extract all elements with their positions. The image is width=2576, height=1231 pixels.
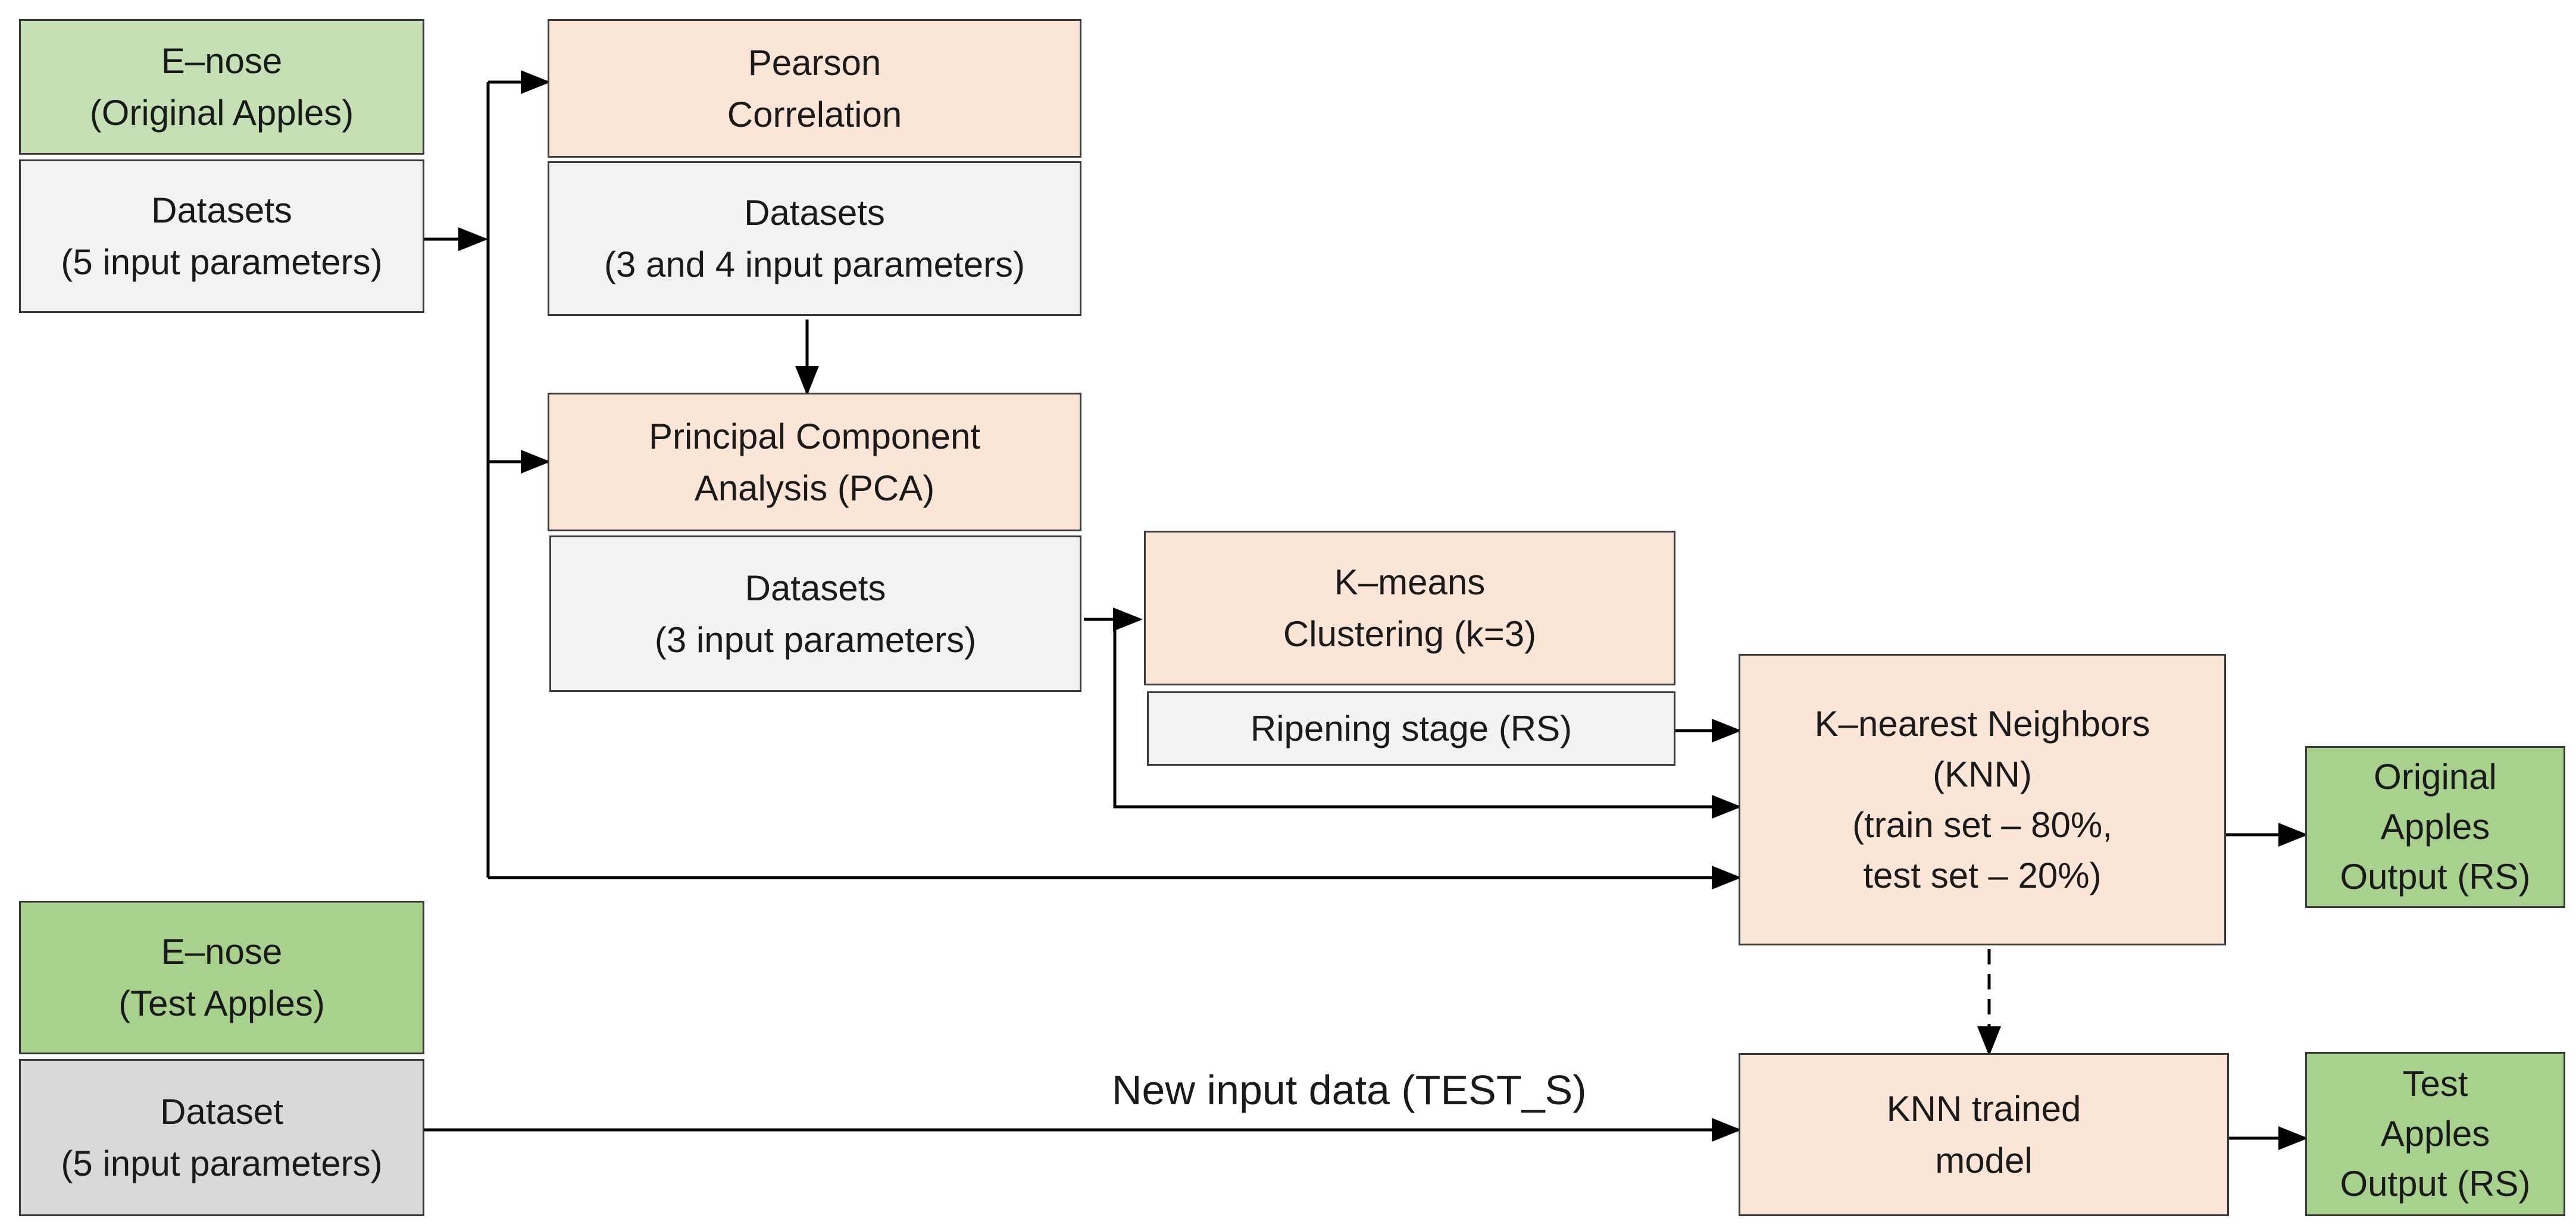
kmeans-line-1: K–means bbox=[1334, 562, 1486, 602]
datasets-3-line-2: (3 input parameters) bbox=[654, 619, 977, 660]
knn-node: K–nearest Neighbors (KNN) (train set – 8… bbox=[1739, 654, 2226, 945]
ripening-stage-line-1: Ripening stage (RS) bbox=[1250, 709, 1573, 748]
datasets-3-node: Datasets (3 input parameters) bbox=[549, 535, 1081, 692]
enose-test-line-2: (Test Apples) bbox=[118, 983, 325, 1023]
datasets-5-line-1: Datasets bbox=[151, 190, 292, 230]
knn-trained-model-node: KNN trained model bbox=[1739, 1053, 2229, 1216]
knn-line-3: (train set – 80%, bbox=[1852, 805, 2112, 845]
original-output-line-2: Apples bbox=[2380, 807, 2490, 847]
test-apples-output-node: Test Apples Output (RS) bbox=[2305, 1052, 2565, 1216]
original-output-line-3: Output (RS) bbox=[2340, 857, 2531, 897]
test-output-line-3: Output (RS) bbox=[2340, 1164, 2531, 1204]
knn-trained-line-1: KNN trained bbox=[1886, 1089, 2081, 1129]
datasets-3-4-line-2: (3 and 4 input parameters) bbox=[604, 245, 1026, 284]
pearson-line-1: Pearson bbox=[748, 42, 881, 83]
original-output-line-1: Original bbox=[2374, 757, 2497, 797]
knn-line-1: K–nearest Neighbors bbox=[1814, 703, 2150, 744]
datasets-3-4-node: Datasets (3 and 4 input parameters) bbox=[548, 161, 1081, 316]
datasets-5-node: Datasets (5 input parameters) bbox=[19, 159, 424, 313]
edge-datasets3-to-knn bbox=[1113, 616, 1742, 819]
enose-original-line-1: E–nose bbox=[161, 41, 283, 81]
dataset-test-node: Dataset (5 input parameters) bbox=[19, 1059, 424, 1216]
datasets-3-4-line-1: Datasets bbox=[744, 193, 885, 233]
enose-test-node: E–nose (Test Apples) bbox=[19, 901, 424, 1054]
pca-line-2: Analysis (PCA) bbox=[694, 468, 935, 508]
ripening-stage-node: Ripening stage (RS) bbox=[1147, 691, 1675, 766]
test-output-line-1: Test bbox=[2402, 1064, 2468, 1104]
new-input-data-label: New input data (TEST_S) bbox=[1112, 1067, 1587, 1113]
kmeans-node: K–means Clustering (k=3) bbox=[1144, 531, 1675, 685]
knn-line-4: test set – 20%) bbox=[1863, 856, 2102, 896]
dataset-test-line-1: Dataset bbox=[160, 1092, 283, 1132]
dataset-test-line-2: (5 input parameters) bbox=[61, 1144, 383, 1183]
pca-line-1: Principal Component bbox=[649, 416, 980, 456]
test-output-line-2: Apples bbox=[2380, 1114, 2490, 1154]
original-apples-output-node: Original Apples Output (RS) bbox=[2305, 746, 2565, 908]
knn-line-2: (KNN) bbox=[1933, 754, 2032, 794]
datasets-5-line-2: (5 input parameters) bbox=[61, 242, 383, 282]
enose-test-line-1: E–nose bbox=[161, 932, 283, 972]
pca-node: Principal Component Analysis (PCA) bbox=[548, 393, 1081, 531]
pearson-line-2: Correlation bbox=[727, 94, 902, 134]
knn-trained-line-2: model bbox=[1935, 1141, 2033, 1180]
pearson-node: Pearson Correlation bbox=[548, 19, 1081, 158]
enose-original-node: E–nose (Original Apples) bbox=[19, 19, 424, 155]
kmeans-line-2: Clustering (k=3) bbox=[1283, 614, 1537, 654]
datasets-3-line-1: Datasets bbox=[745, 568, 886, 608]
enose-original-line-2: (Original Apples) bbox=[89, 93, 354, 133]
